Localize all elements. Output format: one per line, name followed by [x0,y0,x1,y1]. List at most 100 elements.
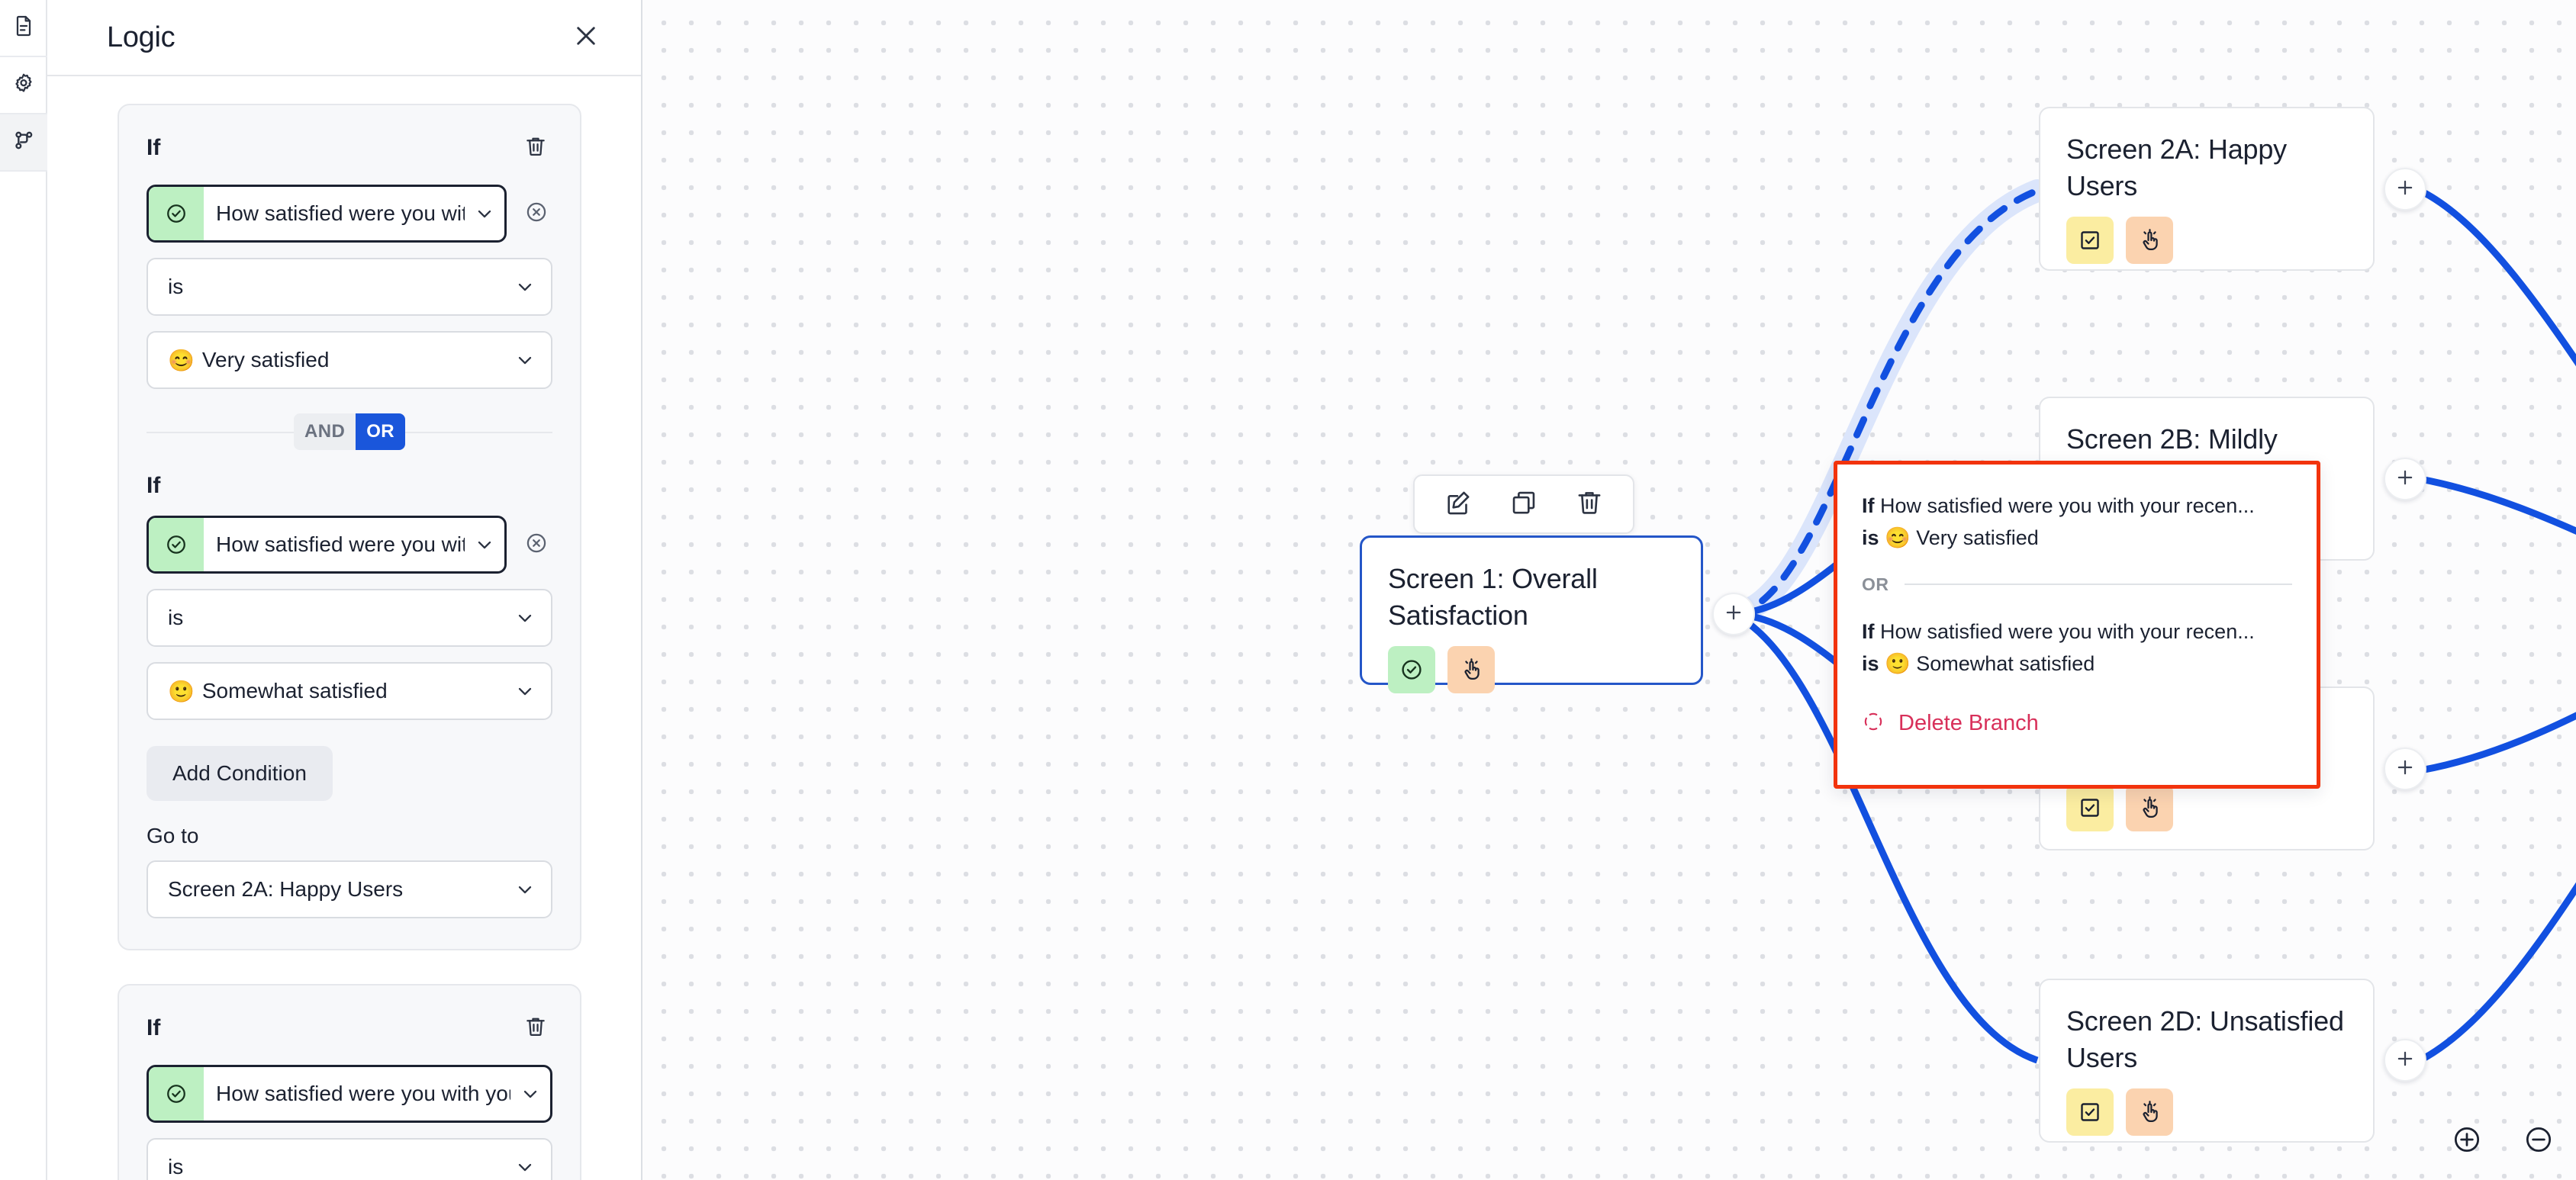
condition-question-value: How satisfied were you with your ... [216,532,465,556]
page-title: Logic [107,21,175,53]
if-label-2: If [147,473,161,498]
flow-node-screen1[interactable]: Screen 1: Overall Satisfaction [1360,535,1703,693]
node-title: Screen 2A: Happy Users [2066,133,2287,201]
panel-body: If [47,76,641,1180]
tap-hand-icon [1447,645,1495,693]
check-circle-icon [149,187,204,240]
branch-if-label: If [1862,494,1875,517]
tap-hand-icon [2126,784,2173,831]
branch-joiner: OR [1862,574,2292,595]
remove-circle-icon [523,529,550,561]
goto-label: Go to [147,824,199,847]
node-badges [1388,645,1675,693]
zoom-out-button[interactable] [2521,1124,2556,1159]
document-icon [11,14,36,42]
condition-joiner: AND OR [147,404,552,459]
condition-row: How satisfied were you with your ... [147,516,552,574]
branch-question: How satisfied were you with your recen..… [1880,494,2255,517]
add-node-handle[interactable] [1712,593,1755,635]
condition-question-select[interactable]: How satisfied were you with your ... [147,185,507,243]
unlink-icon [1862,710,1885,737]
branch-joiner-label: OR [1862,574,1889,594]
panel-header: Logic [47,0,641,76]
node-badges [2066,216,2347,264]
zoom-controls [2449,1124,2556,1159]
node-title: Screen 2D: Unsatisfied Users [2066,1005,2344,1073]
branch-is-label: is [1862,651,1879,675]
condition-operator-value: is [168,275,184,298]
close-icon [572,21,601,54]
zoom-out-icon [2522,1123,2555,1160]
delete-node-button[interactable] [1572,487,1607,522]
condition-operator-select[interactable]: is [147,589,552,647]
delete-logic-block-button[interactable] [519,131,552,165]
joiner-and-option[interactable]: AND [293,413,356,450]
trash-icon [1573,487,1605,522]
plus-icon [1722,601,1745,628]
branch-value: Somewhat satisfied [1916,651,2095,675]
node-toolbar [1413,474,1634,534]
if-label: If [147,135,161,160]
check-circle-icon [149,1067,204,1121]
condition-row: How satisfied were you with your rec... [147,1065,552,1123]
chevron-down-icon [505,680,545,702]
condition-row: How satisfied were you with your ... [147,185,552,243]
chevron-down-icon [505,879,545,900]
condition-question-select[interactable]: How satisfied were you with your ... [147,516,507,574]
flow-node-screen2d[interactable]: Screen 2D: Unsatisfied Users [2039,979,2375,1143]
plus-icon [2394,466,2417,493]
add-node-handle[interactable] [2384,1039,2426,1082]
close-panel-button[interactable] [566,18,606,57]
goto-select[interactable]: Screen 2A: Happy Users [147,860,552,918]
rail-item-settings[interactable] [0,57,47,114]
value-emoji: 😊 [168,348,195,372]
duplicate-node-button[interactable] [1506,487,1541,522]
condition-value-select[interactable]: 😊 Very satisfied [147,331,552,389]
logic-block-header: If [147,131,552,165]
branch-value: Very satisfied [1916,526,2039,549]
icon-rail [0,0,47,1180]
rail-item-document[interactable] [0,0,47,57]
checkbox-icon [2066,784,2114,831]
logic-panel: Logic If [47,0,642,1180]
flow-node-screen2a[interactable]: Screen 2A: Happy Users [2039,107,2375,271]
rail-item-logic[interactable] [0,114,47,172]
if-label: If [147,1015,161,1040]
remove-condition-button[interactable] [520,198,552,230]
logic-block: If [118,104,581,950]
delete-branch-button[interactable]: Delete Branch [1862,710,2292,737]
add-node-handle[interactable] [2384,168,2426,211]
joiner-or-option[interactable]: OR [356,413,405,450]
chevron-down-icon [465,534,504,555]
branch-joiner-divider [1904,584,2292,586]
branch-condition-value-line: is 😊 Very satisfied [1862,522,2292,555]
goto-value: Screen 2A: Happy Users [168,877,404,901]
delete-logic-block-button[interactable] [519,1011,552,1045]
checkbox-icon [2066,216,2114,264]
trash-icon [523,1014,549,1043]
chevron-down-icon [505,349,545,371]
condition-value-select[interactable]: 🙂 Somewhat satisfied [147,662,552,720]
branch-condition-popup: If How satisfied were you with your rece… [1834,461,2320,789]
remove-circle-icon [523,198,550,230]
branch-value-emoji: 😊 [1885,526,1911,549]
zoom-in-button[interactable] [2449,1124,2484,1159]
add-node-handle[interactable] [2384,748,2426,790]
condition-operator-select[interactable]: is [147,1138,552,1180]
flow-canvas[interactable]: Screen 1: Overall Satisfaction [642,0,2576,1180]
gear-icon [11,71,36,99]
duplicate-icon [1508,487,1540,522]
check-circle-icon [1388,645,1435,693]
branch-condition-line: If How satisfied were you with your rece… [1862,490,2292,522]
edit-icon [1442,487,1474,522]
condition-question-value: How satisfied were you with your rec... [216,1082,510,1105]
condition-value: Very satisfied [201,348,330,371]
add-condition-button[interactable]: Add Condition [147,746,333,801]
condition-question-select[interactable]: How satisfied were you with your rec... [147,1065,552,1123]
condition-operator-select[interactable]: is [147,258,552,316]
edit-node-button[interactable] [1441,487,1476,522]
add-node-handle[interactable] [2384,458,2426,500]
remove-condition-button[interactable] [520,529,552,561]
value-emoji: 🙂 [168,679,195,703]
node-badges [2066,784,2347,831]
